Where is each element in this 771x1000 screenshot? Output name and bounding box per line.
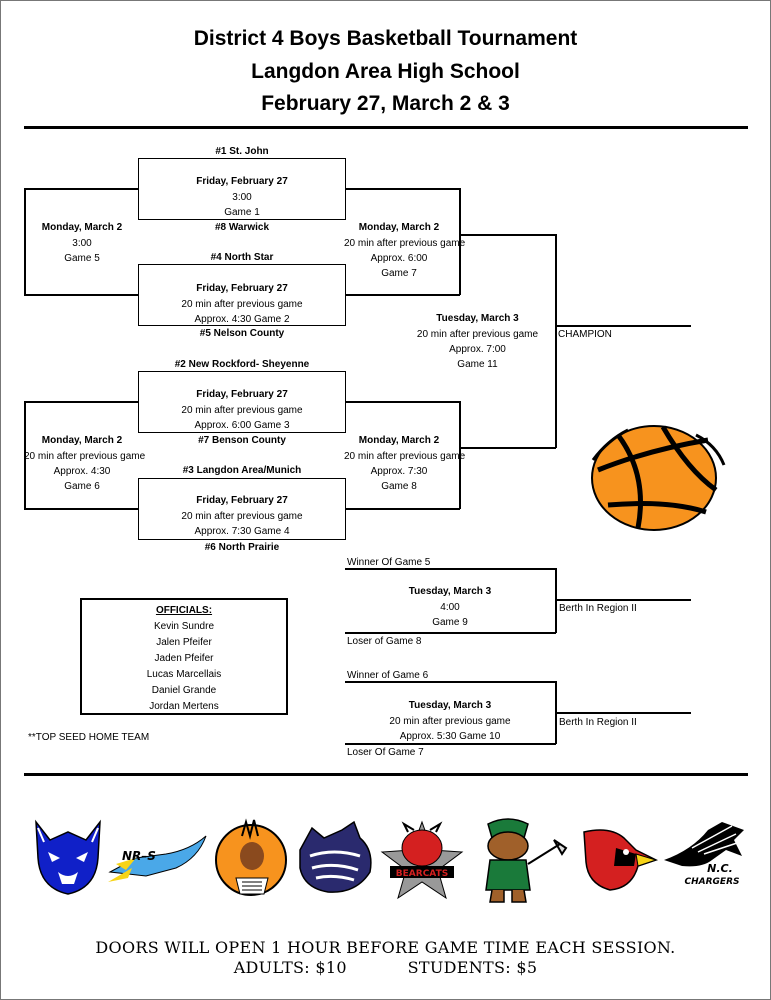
team-seed-7: #7 Benson County bbox=[198, 435, 286, 446]
rocket-logo-text: NR–S bbox=[122, 849, 156, 863]
adult-price: ADULTS: $10 bbox=[233, 958, 347, 977]
team-seed-6: #6 North Prairie bbox=[204, 542, 280, 553]
champion-label: CHAMPION bbox=[558, 329, 612, 340]
team-seed-3: #3 Langdon Area/Munich bbox=[182, 465, 302, 476]
rocket-logo-icon: NR–S bbox=[108, 835, 207, 882]
officials-box: OFFICIALS: Kevin Sundre Jalen Pfeifer Ja… bbox=[80, 598, 288, 715]
chief-logo-icon bbox=[215, 818, 287, 896]
team-seed-1: #1 St. John bbox=[215, 146, 269, 157]
cardinal-logo-icon bbox=[583, 829, 658, 891]
tournament-title: District 4 Boys Basketball Tournament bbox=[193, 27, 578, 50]
official-name: Jaden Pfeifer bbox=[154, 653, 214, 664]
game2-box bbox=[138, 264, 346, 326]
tournament-dates: February 27, March 2 & 3 bbox=[261, 92, 510, 115]
team-seed-2: #2 New Rockford- Sheyenne bbox=[174, 359, 310, 370]
student-price: STUDENTS: $5 bbox=[407, 958, 538, 977]
winner-game6-label: Winner of Game 6 bbox=[347, 670, 429, 681]
header-divider bbox=[24, 126, 748, 129]
chargers-logo-nc: N.C. bbox=[707, 862, 733, 875]
loser-game7-label: Loser Of Game 7 bbox=[347, 747, 424, 758]
berth-label-1: Berth In Region II bbox=[559, 603, 637, 614]
official-name: Daniel Grande bbox=[151, 685, 217, 696]
bearcats-logo-icon: BEARCATS bbox=[380, 820, 464, 900]
team-seed-8: #8 Warwick bbox=[214, 222, 270, 233]
official-name: Jalen Pfeifer bbox=[156, 637, 212, 648]
chargers-logo-text: CHARGERS bbox=[685, 877, 740, 887]
team-seed-5: #5 Nelson County bbox=[199, 328, 285, 339]
team-seed-4: #4 North Star bbox=[210, 252, 274, 263]
doors-notice: DOORS WILL OPEN 1 HOUR BEFORE GAME TIME … bbox=[95, 938, 676, 957]
top-seed-note: **TOP SEED HOME TEAM bbox=[28, 732, 150, 743]
bearcats-logo-text: BEARCATS bbox=[396, 869, 448, 879]
winner-game5-label: Winner Of Game 5 bbox=[347, 557, 431, 568]
berth-label-2: Berth In Region II bbox=[559, 717, 637, 728]
footer-divider bbox=[24, 773, 748, 776]
loser-game8-label: Loser of Game 8 bbox=[347, 636, 422, 647]
ticket-prices: ADULTS: $10 STUDENTS: $5 bbox=[0, 958, 771, 977]
official-name: Lucas Marcellais bbox=[146, 669, 222, 680]
bear-mascot-logo-icon bbox=[485, 818, 568, 903]
officials-title: OFFICIALS: bbox=[155, 605, 213, 616]
basketball-icon bbox=[591, 425, 726, 531]
host-school: Langdon Area High School bbox=[251, 60, 520, 83]
game4-box bbox=[138, 478, 346, 540]
panther-logo-icon bbox=[299, 820, 372, 893]
wildcat-logo-icon bbox=[35, 819, 101, 895]
game1-box bbox=[138, 158, 346, 220]
chargers-logo-icon: N.C. CHARGERS bbox=[664, 822, 744, 887]
official-name: Jordan Mertens bbox=[149, 701, 219, 712]
official-name: Kevin Sundre bbox=[153, 621, 215, 632]
